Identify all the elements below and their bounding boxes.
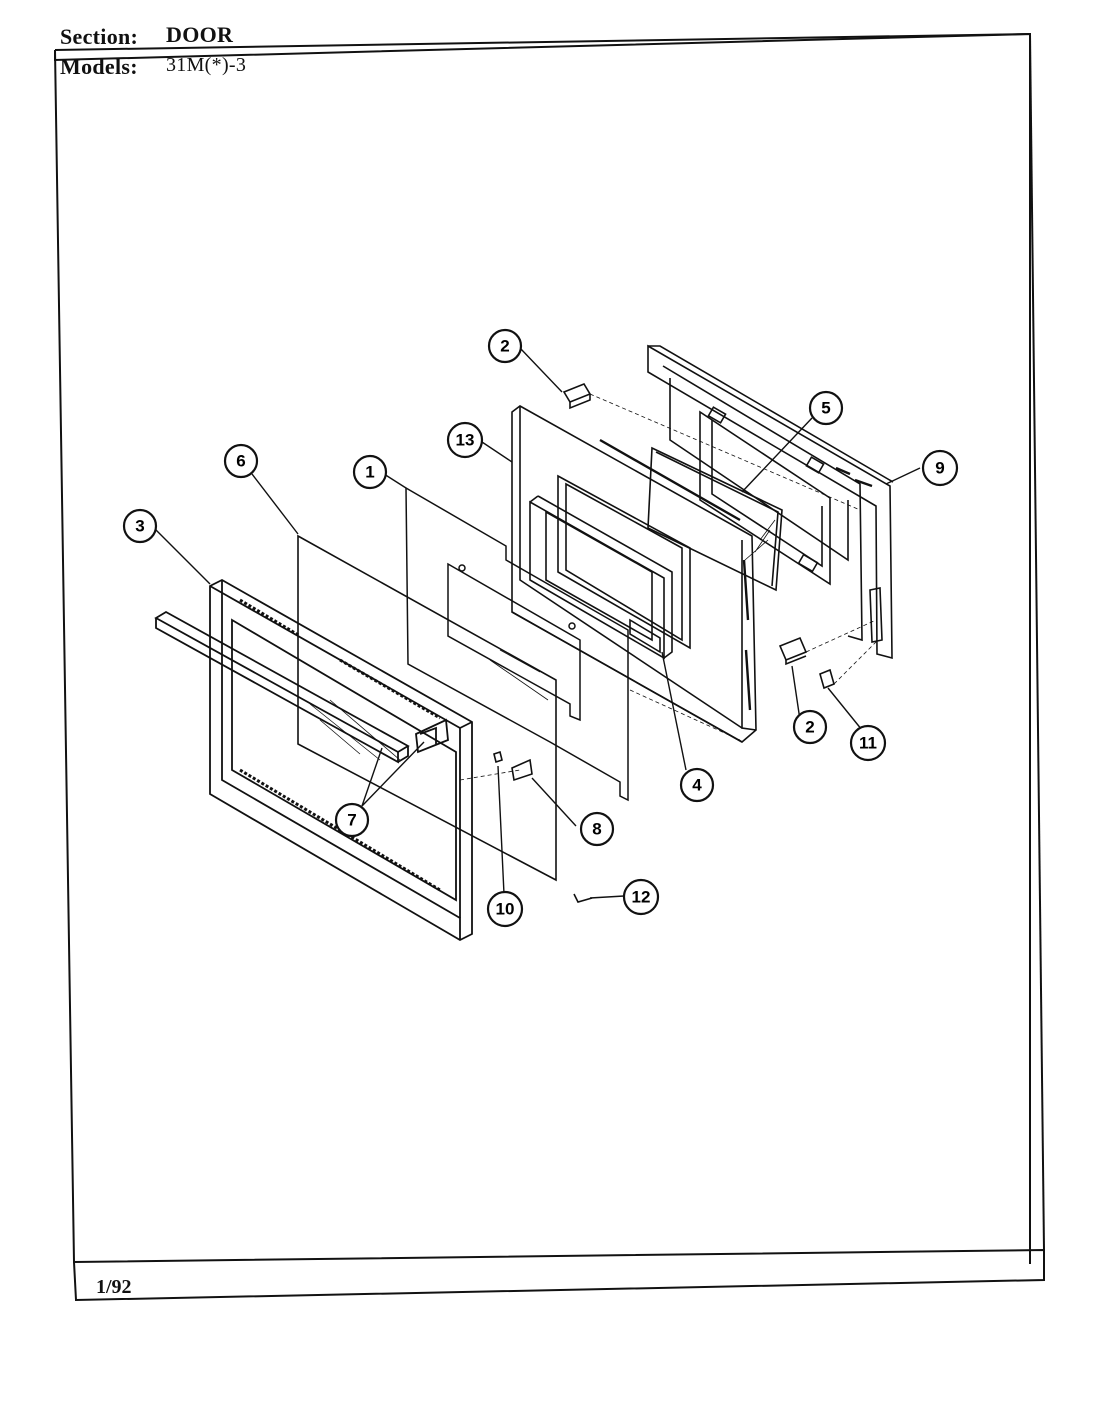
callout-label: 13 — [456, 431, 475, 450]
callout-label: 2 — [805, 718, 814, 737]
callout-label: 9 — [935, 459, 944, 478]
part-11 — [819, 668, 835, 690]
part-window-pack — [529, 495, 673, 660]
section-label: Section: — [60, 24, 139, 49]
callout-7: 7 — [334, 802, 370, 838]
callout-label: 7 — [347, 811, 356, 830]
callout-label: 3 — [135, 517, 144, 536]
callout-5: 5 — [808, 390, 844, 426]
leader-lines — [155, 347, 921, 899]
callout-label: 5 — [821, 399, 830, 418]
callout-label: 2 — [500, 337, 509, 356]
section-value: DOOR — [166, 22, 234, 47]
callout-2-bottom: 2 — [792, 709, 828, 745]
callout-1: 1 — [352, 454, 388, 490]
part-outer-frame — [154, 578, 473, 942]
callout-label: 6 — [236, 452, 245, 471]
part-glass-5 — [647, 446, 783, 592]
callout-label: 10 — [496, 900, 515, 919]
callout-label: 4 — [692, 776, 702, 795]
part-hinge-bottom — [778, 636, 808, 666]
callout-2-top: 2 — [487, 328, 523, 364]
part-8-clip — [511, 758, 533, 782]
part-outer-glass — [297, 534, 557, 882]
callout-3: 3 — [122, 508, 158, 544]
page-frame — [54, 32, 1045, 1302]
callout-label: 12 — [632, 888, 651, 907]
callout-8: 8 — [579, 811, 615, 847]
part-12-clip — [573, 893, 593, 903]
date-code: 1/92 — [96, 1276, 132, 1298]
callout-label: 11 — [859, 734, 877, 753]
alignment-lines — [459, 393, 879, 781]
callout-13: 13 — [446, 421, 484, 459]
models-value: 31M(*)-3 — [166, 54, 247, 76]
callout-label: 1 — [365, 463, 374, 482]
part-10-screw — [493, 750, 503, 764]
callout-10: 10 — [486, 890, 524, 928]
part-insulation — [405, 486, 629, 802]
part-rear-panel — [647, 344, 894, 660]
callout-4: 4 — [679, 767, 715, 803]
callout-9: 9 — [921, 449, 959, 487]
callout-6: 6 — [223, 443, 259, 479]
callout-label: 8 — [592, 820, 601, 839]
callout-12: 12 — [622, 878, 660, 916]
part-hinge-top — [562, 383, 592, 410]
callout-11: 11 — [849, 724, 887, 762]
